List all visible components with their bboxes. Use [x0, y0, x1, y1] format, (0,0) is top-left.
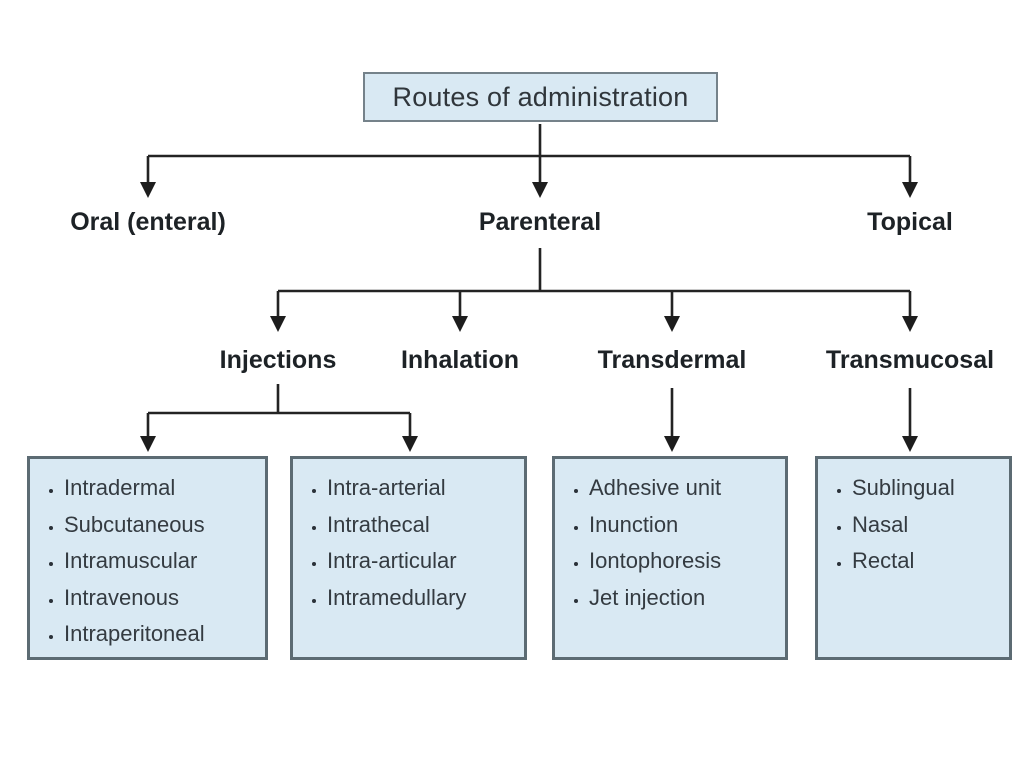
list-item: Intra-articular — [327, 543, 524, 580]
list-item: Iontophoresis — [589, 543, 785, 580]
list-box-injections-sites-2: Intra-arterial Intrathecal Intra-articul… — [290, 456, 527, 660]
list-item: Intrathecal — [327, 507, 524, 544]
injections-to-boxes-lines — [146, 384, 412, 437]
node-topical: Topical — [867, 208, 953, 236]
item-list: Intradermal Subcutaneous Intramuscular I… — [30, 470, 265, 653]
list-item: Intramedullary — [327, 580, 524, 617]
node-inhalation: Inhalation — [400, 346, 520, 374]
node-transdermal: Transdermal — [597, 346, 747, 374]
arrowhead-topical — [902, 182, 918, 198]
arrowhead-inhalation — [452, 316, 468, 332]
item-list: Sublingual Nasal Rectal — [818, 470, 1009, 580]
root-to-level1-lines — [146, 124, 912, 183]
list-item: Adhesive unit — [589, 470, 785, 507]
list-item: Nasal — [852, 507, 1009, 544]
arrowhead-box-3 — [664, 436, 680, 452]
arrowhead-transmucosal — [902, 316, 918, 332]
list-box-transdermal-methods: Adhesive unit Inunction Iontophoresis Je… — [552, 456, 788, 660]
transdermal-transmucosal-lines — [670, 388, 912, 437]
list-item: Rectal — [852, 543, 1009, 580]
arrowhead-box-1 — [140, 436, 156, 452]
item-list: Intra-arterial Intrathecal Intra-articul… — [293, 470, 524, 616]
list-item: Sublingual — [852, 470, 1009, 507]
list-item: Intramuscular — [64, 543, 265, 580]
list-item: Intraperitoneal — [64, 616, 265, 653]
list-item: Intravenous — [64, 580, 265, 617]
node-parenteral: Parenteral — [478, 208, 602, 236]
node-oral-enteral: Oral (enteral) — [70, 208, 226, 236]
parenteral-to-level2-lines — [276, 248, 912, 317]
arrowhead-oral — [140, 182, 156, 198]
arrowhead-parenteral — [532, 182, 548, 198]
item-list: Adhesive unit Inunction Iontophoresis Je… — [555, 470, 785, 616]
list-item: Jet injection — [589, 580, 785, 617]
arrowhead-box-2 — [402, 436, 418, 452]
list-item: Intradermal — [64, 470, 265, 507]
list-box-transmucosal-routes: Sublingual Nasal Rectal — [815, 456, 1012, 660]
list-item: Inunction — [589, 507, 785, 544]
arrowhead-box-4 — [902, 436, 918, 452]
list-item: Subcutaneous — [64, 507, 265, 544]
node-injections: Injections — [219, 346, 337, 374]
arrowhead-injections — [270, 316, 286, 332]
node-routes-of-administration: Routes of administration — [363, 72, 718, 122]
list-item: Intra-arterial — [327, 470, 524, 507]
node-transmucosal: Transmucosal — [825, 346, 995, 374]
list-box-injections-sites-1: Intradermal Subcutaneous Intramuscular I… — [27, 456, 268, 660]
arrowhead-transdermal — [664, 316, 680, 332]
